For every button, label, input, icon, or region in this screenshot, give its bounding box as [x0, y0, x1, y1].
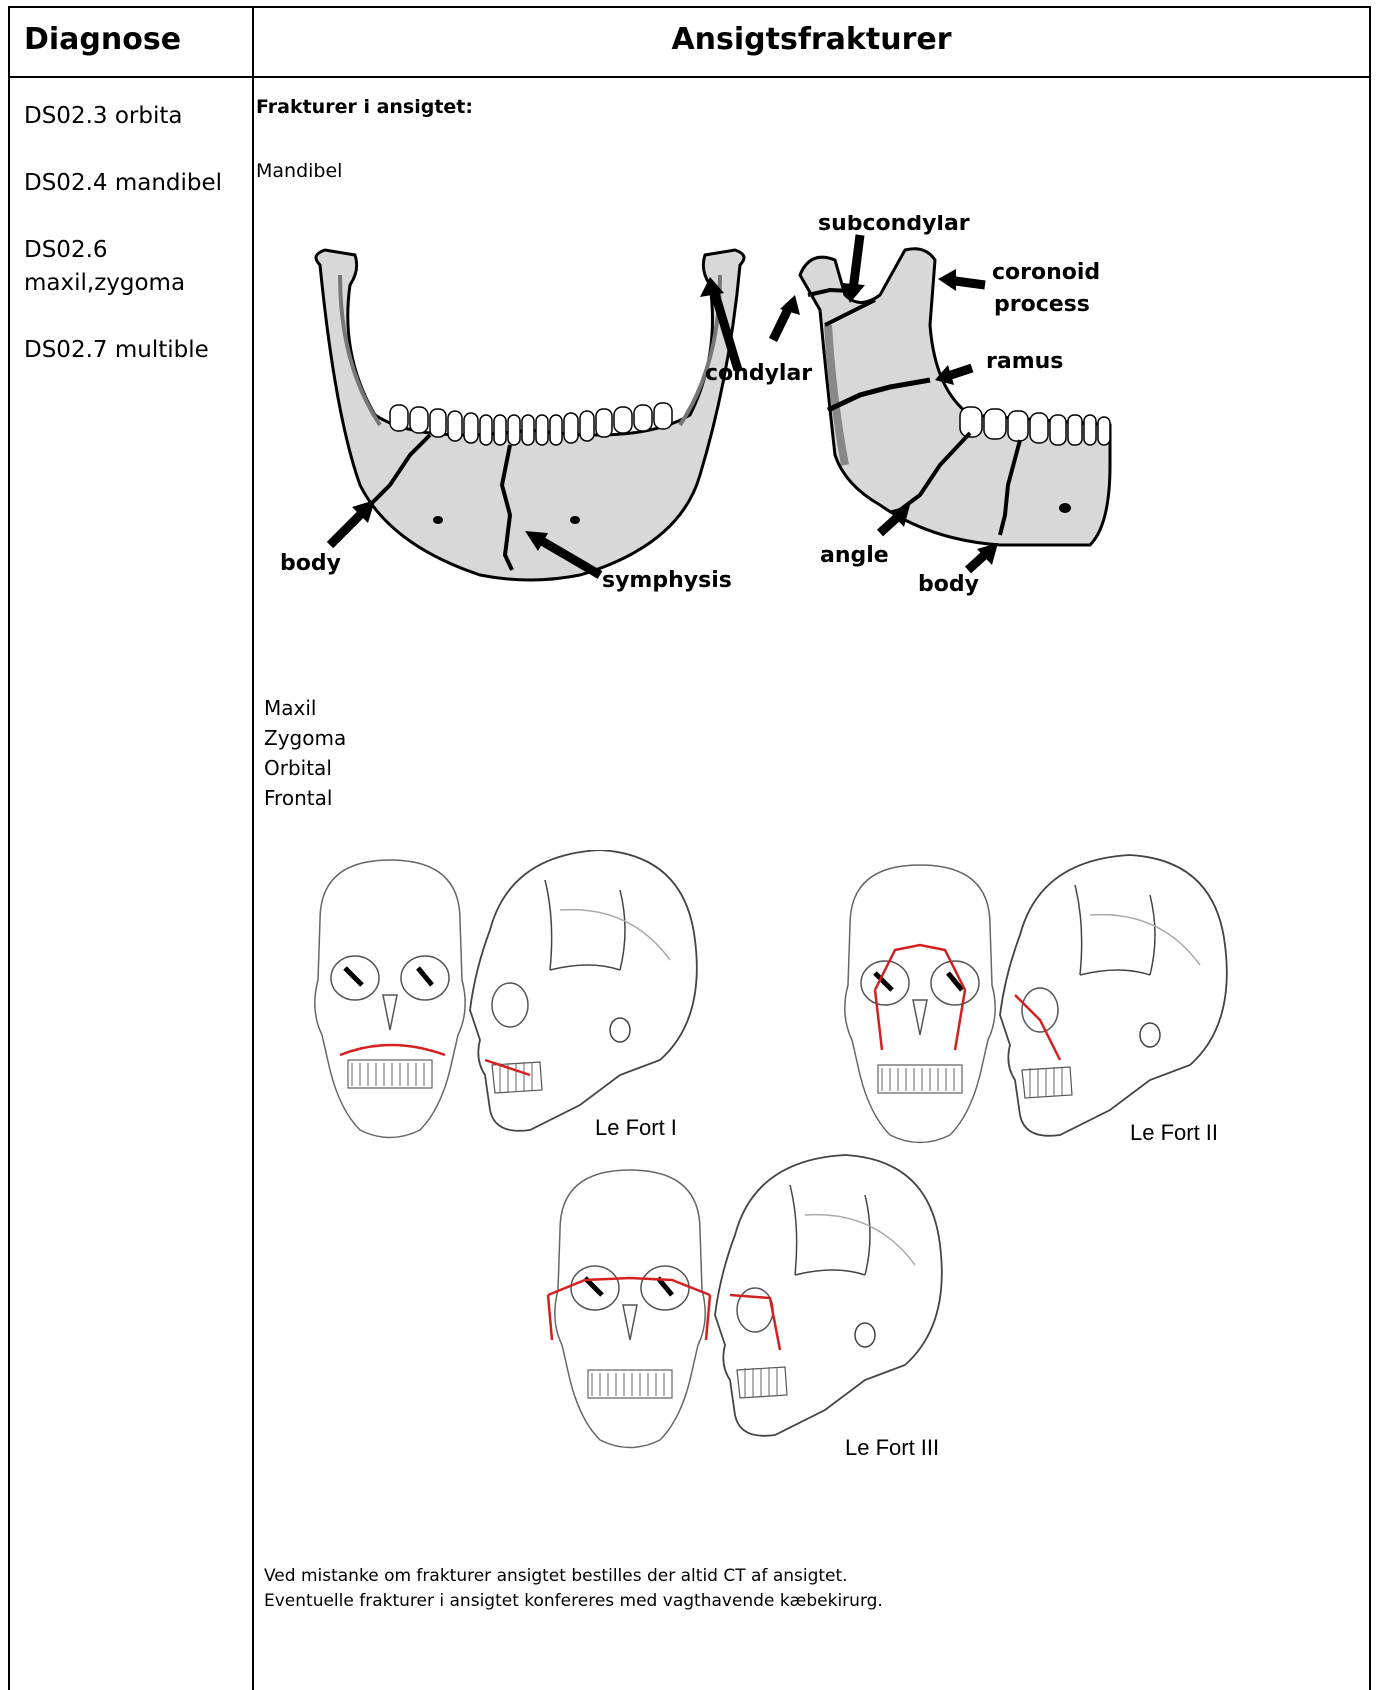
label-process: process [994, 292, 1090, 317]
mandible-front-view [316, 250, 744, 580]
label-subcondylar: subcondylar [818, 215, 970, 236]
label-lefort-1: Le Fort I [595, 1115, 677, 1140]
header-divider [10, 76, 1369, 78]
diagnosis-code: DS02.7 multible [24, 334, 224, 367]
lefort-fracture-figure: Le Fort I Le Fort II Le Fort III [300, 850, 1340, 1510]
mandible-fracture-figure: body symphysis condylar [280, 215, 1220, 635]
column-divider [252, 8, 254, 1690]
label-body-left: body [280, 551, 341, 576]
diagnosis-code: DS02.4 mandibel [24, 167, 224, 200]
label-condylar: condylar [705, 361, 812, 386]
label-ramus: ramus [986, 349, 1063, 374]
section-heading: Frakturer i ansigtet: [256, 96, 473, 118]
diagnosis-code-list: DS02.3 orbita DS02.4 mandibel DS02.6 max… [24, 100, 224, 401]
lefort-1-diagram [315, 850, 697, 1138]
mandible-lateral-view [773, 235, 1110, 570]
label-body-right: body [918, 572, 979, 597]
header-diagnose: Diagnose [24, 22, 181, 57]
lefort-2-diagram [845, 855, 1227, 1143]
diagnosis-code: DS02.3 orbita [24, 100, 224, 133]
header-title: Ansigtsfrakturer [254, 22, 1369, 57]
mandible-label: Mandibel [256, 160, 342, 182]
label-lefort-2: Le Fort II [1130, 1120, 1218, 1145]
label-angle: angle [820, 543, 889, 568]
diagnosis-code: DS02.6 maxil,zygoma [24, 234, 224, 300]
label-coronoid: coronoid [992, 260, 1100, 285]
label-lefort-3: Le Fort III [845, 1435, 939, 1460]
list-item: Zygoma [264, 723, 346, 753]
clinical-note: Ved mistanke om frakturer ansigtet besti… [264, 1564, 883, 1614]
label-symphysis: symphysis [602, 568, 732, 593]
list-item: Maxil [264, 693, 346, 723]
lefort-3-diagram [548, 1155, 942, 1448]
note-line: Eventuelle frakturer i ansigtet konferer… [264, 1589, 883, 1614]
list-item: Orbital [264, 753, 346, 783]
midface-list: Maxil Zygoma Orbital Frontal [264, 693, 346, 813]
note-line: Ved mistanke om frakturer ansigtet besti… [264, 1564, 883, 1589]
list-item: Frontal [264, 783, 346, 813]
